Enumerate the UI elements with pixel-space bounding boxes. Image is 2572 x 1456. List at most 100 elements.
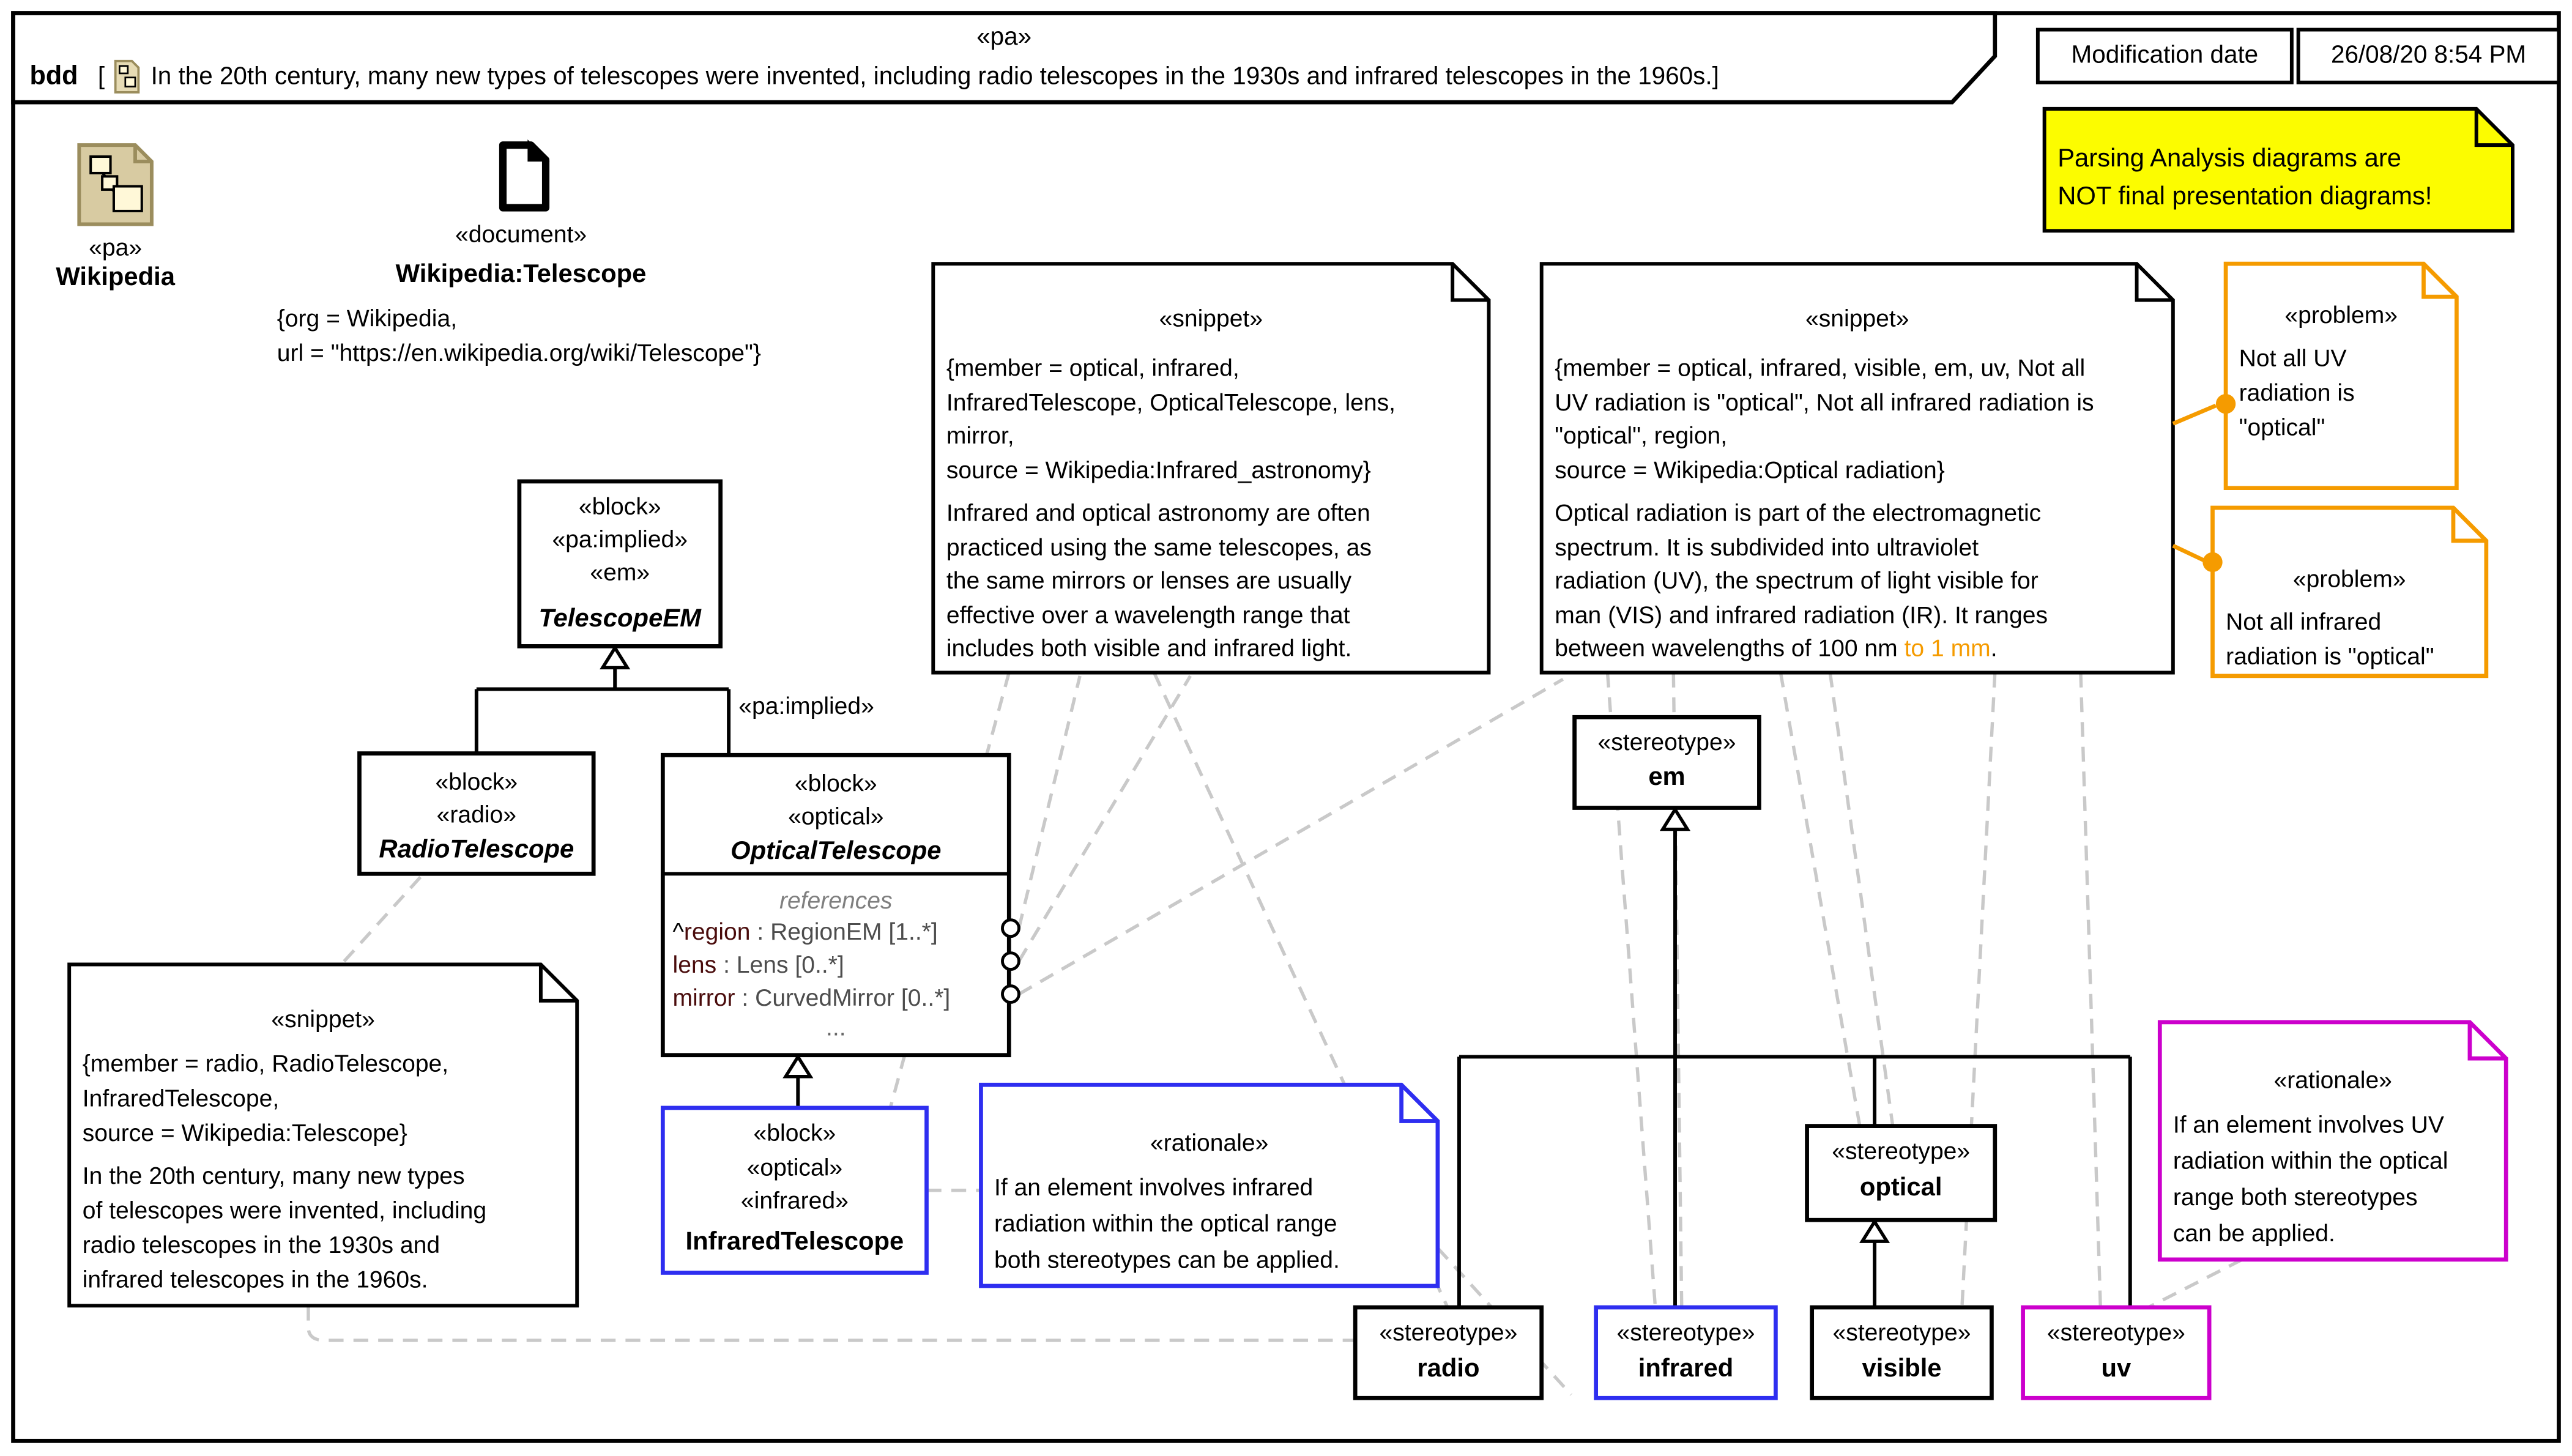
snippet1-fold-icon	[1451, 264, 1489, 302]
rationale-uv-text: If an element involves UV radiation with…	[2172, 1113, 2448, 1249]
stereotype-optical-box[interactable]	[1805, 1124, 1998, 1222]
rationale-uv-note[interactable]	[2157, 1020, 2508, 1262]
snippet2-note[interactable]	[1539, 262, 2175, 675]
block-opticaltelescope[interactable]	[660, 752, 1011, 1058]
snippet2-fold-icon	[2135, 264, 2173, 302]
anchor-snippet2-optical-b[interactable]	[1828, 672, 1895, 1126]
prop-type: : CurvedMirror [0..*]	[735, 986, 951, 1012]
problem-ir-anchor-dot	[2202, 552, 2223, 573]
block-telescopeem[interactable]	[517, 479, 723, 648]
anchor-snippet2-uv[interactable]	[2079, 672, 2102, 1308]
generalization-label: «pa:implied»	[738, 694, 874, 721]
snippet3-note[interactable]	[67, 962, 579, 1308]
em-stereotype-name: em	[1648, 763, 1686, 792]
anchor-snippet3-radio[interactable]	[307, 1306, 1356, 1342]
document-stereotype: «document»	[455, 222, 587, 249]
snippet1-note[interactable]	[931, 262, 1491, 675]
frame-heading: bdd [ In the 20th century, many new type…	[30, 59, 1719, 94]
rationale-uv-stereotype: «rationale»	[2273, 1068, 2392, 1095]
frame-description: In the 20th century, many new types of t…	[151, 62, 1712, 90]
anchor-lens-snippet1[interactable]	[1017, 675, 1192, 962]
anchor-radiotelescope-snippet3[interactable]	[340, 875, 422, 966]
anchor-region-snippet1[interactable]	[1017, 675, 1082, 929]
anchor-mirror-snippet2[interactable]	[1018, 677, 1564, 996]
infraredtelescope-stereotypes: «block» «optical» «infrared»	[740, 1121, 849, 1216]
package-icon[interactable]	[77, 143, 154, 226]
document-icon[interactable]	[499, 139, 550, 212]
radiotelescope-stereotypes: «block» «radio»	[435, 770, 518, 830]
stereotype-radio-box[interactable]	[1353, 1305, 1544, 1400]
em-stereotype-kind: «stereotype»	[1597, 730, 1736, 757]
warning-note[interactable]	[2042, 106, 2514, 233]
problem-uv-stereotype: «problem»	[2284, 303, 2398, 330]
socket-region-icon[interactable]	[1001, 918, 1020, 938]
problem-uv-note[interactable]	[2223, 261, 2459, 491]
generalization-arrow-telescopeem	[600, 644, 631, 670]
opticaltelescope-stereotypes: «block» «optical»	[788, 771, 884, 831]
prop-name: lens	[672, 953, 717, 979]
visible-stereotype-kind: «stereotype»	[1832, 1320, 1971, 1347]
rationale-ir-note[interactable]	[979, 1082, 1440, 1288]
stereotype-uv-box[interactable]	[2021, 1305, 2212, 1400]
problem-ir-note[interactable]	[2210, 505, 2489, 678]
infrared-stereotype-kind: «stereotype»	[1616, 1320, 1755, 1347]
document-name: Wikipedia:Telescope	[395, 260, 647, 289]
problem-uv-anchor-dot	[2215, 394, 2236, 414]
stereotype-visible-box[interactable]	[1810, 1305, 1994, 1400]
radio-stereotype-name: radio	[1417, 1355, 1480, 1383]
snippet2-stereotype: «snippet»	[1805, 306, 1909, 333]
rationale-ir-text: If an element involves infrared radiatio…	[994, 1175, 1340, 1275]
opticaltelescope-ellipsis: ...	[826, 1016, 846, 1042]
anchor-snippet2-problem-ir[interactable]	[2172, 543, 2206, 563]
opticaltelescope-prop-lens[interactable]: lens : Lens [0..*]	[673, 949, 844, 982]
optical-stereotype-name: optical	[1859, 1173, 1942, 1202]
infraredtelescope-name: InfraredTelescope	[685, 1228, 904, 1257]
warning-note-fold-icon	[2474, 108, 2513, 147]
anchor-rationaleuv-uv[interactable]	[2147, 1258, 2243, 1309]
document-constraint: {org = Wikipedia, url = "https://en.wiki…	[277, 306, 761, 368]
generalization-arrow-opticaltelescope	[782, 1053, 814, 1079]
diagram-header-tab	[11, 11, 1998, 105]
package-stereotype: «pa»	[89, 236, 143, 262]
anchor-snippet2-problem-uv[interactable]	[2172, 403, 2217, 426]
infrared-stereotype-name: infrared	[1638, 1355, 1734, 1383]
snippet3-constraint: {member = radio, RadioTelescope, Infrare…	[82, 1052, 449, 1148]
problem-uv-fold-icon	[2421, 264, 2457, 299]
prop-type: : RegionEM [1..*]	[750, 919, 938, 946]
prop-name: mirror	[672, 986, 735, 1012]
socket-mirror-icon[interactable]	[1001, 984, 1020, 1004]
modification-date-label: Modification date	[2071, 41, 2259, 70]
snippet2-tail-period: .	[1990, 636, 1998, 663]
visible-stereotype-name: visible	[1862, 1355, 1942, 1383]
stereotype-em-box[interactable]	[1572, 715, 1761, 810]
problem-ir-fold-icon	[2451, 508, 2486, 543]
opticaltelescope-prop-mirror[interactable]: mirror : CurvedMirror [0..*]	[673, 982, 951, 1016]
generalization-arrow-optical	[1859, 1218, 1890, 1243]
frame-bracket-open: [	[97, 62, 105, 90]
warning-note-text: Parsing Analysis diagrams are NOT final …	[2057, 145, 2433, 211]
radio-stereotype-kind: «stereotype»	[1379, 1320, 1518, 1347]
uv-stereotype-kind: «stereotype»	[2046, 1320, 2185, 1347]
snippet1-constraint: {member = optical, infrared, InfraredTel…	[946, 356, 1396, 484]
socket-lens-icon[interactable]	[1001, 951, 1020, 971]
stereotype-infrared-box[interactable]	[1594, 1305, 1778, 1400]
problem-uv-text: Not all UV radiation is "optical"	[2239, 346, 2355, 442]
rationale-ir-fold-icon	[1399, 1085, 1438, 1123]
package-name: Wikipedia	[56, 264, 175, 292]
frame-bracket-close: ]	[1712, 62, 1719, 90]
anchor-snippet2-optical-a[interactable]	[1778, 672, 1862, 1127]
rationale-ir-stereotype: «rationale»	[1150, 1131, 1269, 1157]
snippet2-tail-orange: to 1 mm	[1904, 636, 1991, 663]
opticaltelescope-compartment-label: references	[779, 888, 893, 915]
modification-date-value-box[interactable]	[2296, 28, 2561, 84]
block-infraredtelescope[interactable]	[660, 1105, 929, 1275]
prop-caret: ^	[672, 919, 684, 946]
block-radiotelescope[interactable]	[357, 751, 596, 876]
snippet2-body: Optical radiation is part of the electro…	[1555, 501, 2048, 630]
uv-stereotype-name: uv	[2101, 1355, 2132, 1383]
snippet1-body: Infrared and optical astronomy are often…	[946, 501, 1372, 663]
problem-ir-text: Not all infrared radiation is "optical"	[2226, 610, 2434, 671]
opticaltelescope-prop-region[interactable]: ^region : RegionEM [1..*]	[673, 916, 938, 949]
frame-kind: bdd	[29, 62, 78, 90]
modification-date-label-box[interactable]	[2035, 28, 2294, 84]
